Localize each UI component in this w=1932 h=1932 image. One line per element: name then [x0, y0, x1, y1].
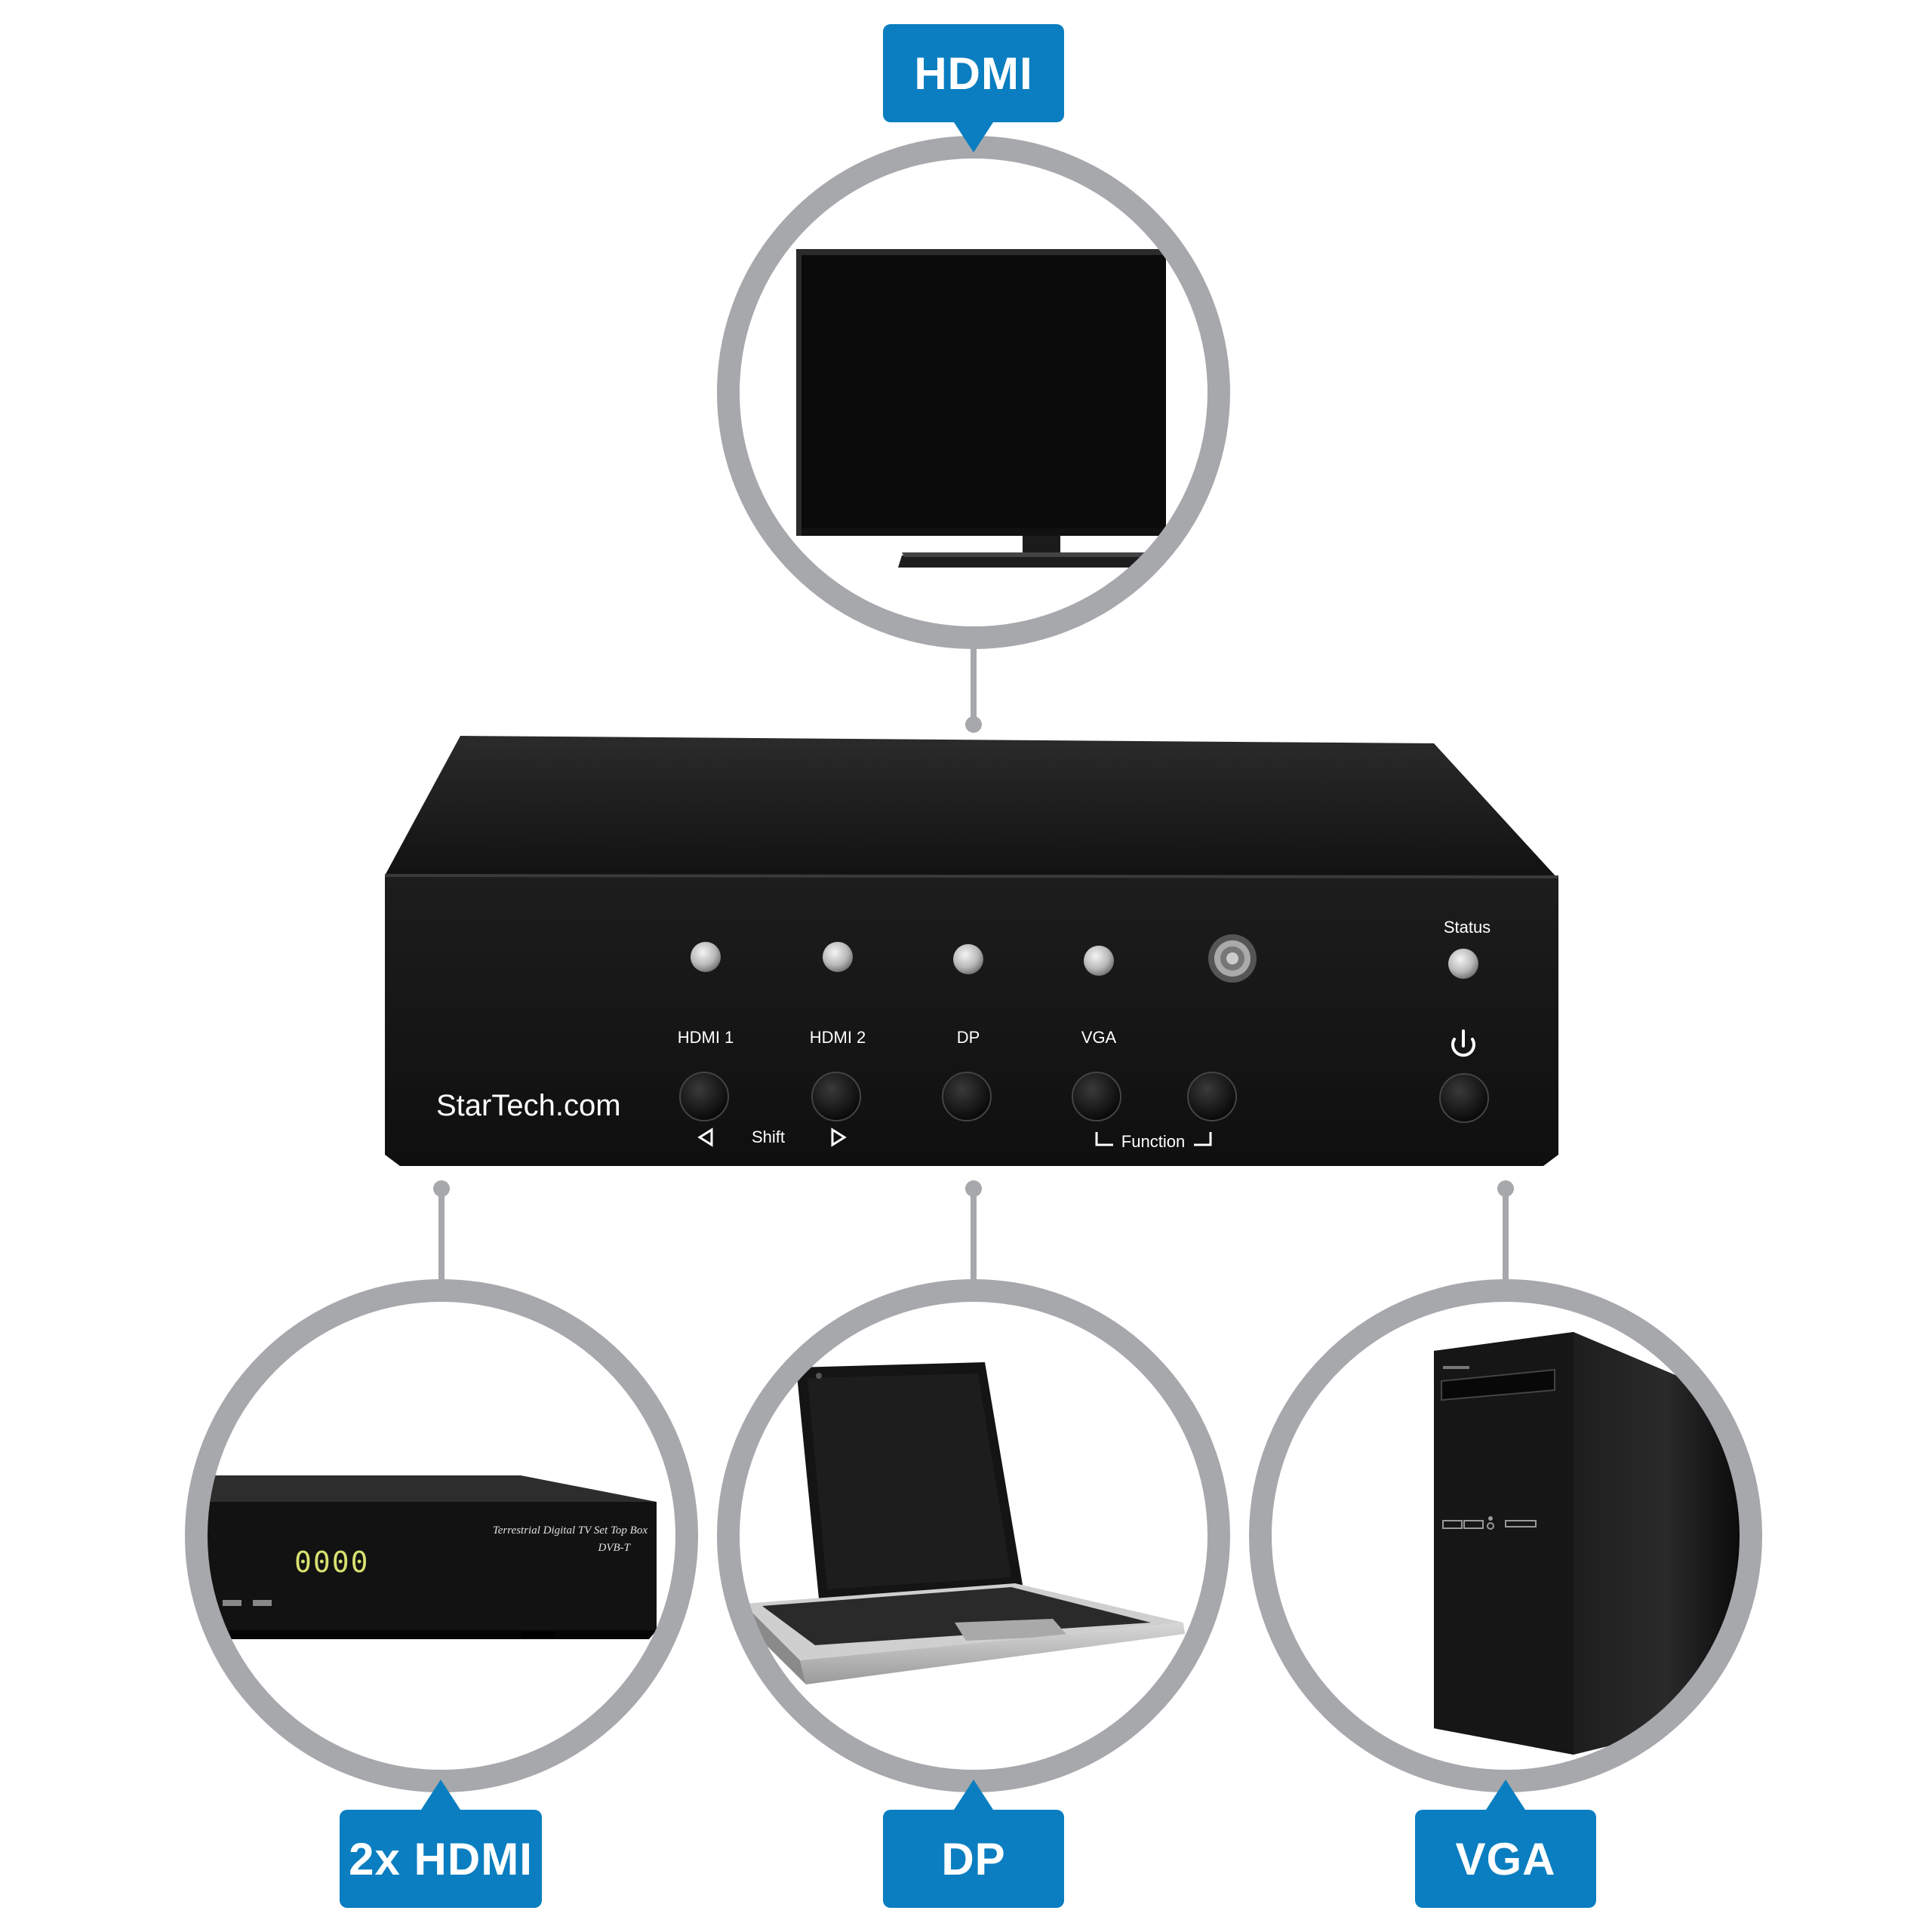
vga-button[interactable]	[1072, 1072, 1121, 1121]
device-front-face	[385, 875, 1558, 1166]
led-status	[1448, 949, 1478, 979]
callout-vga: VGA	[1415, 1780, 1596, 1908]
pc-tower-circle	[1249, 1279, 1762, 1792]
set-top-box-display: 0000	[294, 1546, 370, 1579]
device-top-face	[385, 736, 1558, 879]
hdmi2-button[interactable]	[811, 1072, 861, 1121]
ir-sensor-icon	[1208, 934, 1257, 983]
laptop-image	[740, 1362, 1185, 1684]
laptop-circle	[717, 1279, 1230, 1792]
pc-tower-image	[1434, 1332, 1743, 1755]
function-button[interactable]	[1187, 1072, 1237, 1121]
power-icon	[1451, 1029, 1475, 1057]
front-buttons	[679, 1072, 1489, 1123]
dp-button[interactable]	[942, 1072, 992, 1121]
function-bracket	[1095, 1132, 1212, 1146]
power-button[interactable]	[1439, 1073, 1489, 1123]
connector-lines	[433, 648, 1514, 1281]
vga-label: VGA	[1081, 1028, 1117, 1047]
hdmi2-label: HDMI 2	[810, 1028, 866, 1047]
led-hdmi1	[691, 942, 721, 972]
led-dp	[953, 944, 983, 974]
hdmi-output-circle	[717, 136, 1230, 649]
callout-2x-hdmi: 2x HDMI	[340, 1780, 542, 1908]
dp-label: DP	[957, 1028, 980, 1047]
hdmi1-label: HDMI 1	[678, 1028, 734, 1047]
tv-monitor-image	[796, 249, 1166, 568]
led-vga	[1084, 946, 1114, 976]
source-leds	[691, 942, 1478, 979]
function-label: Function	[1121, 1132, 1185, 1151]
right-triangle-icon	[831, 1128, 847, 1147]
callout-dp: DP	[883, 1780, 1064, 1908]
brand-logo: StarTech.com	[436, 1089, 621, 1122]
led-hdmi2	[823, 942, 853, 972]
set-top-box-model: DVB-T	[598, 1542, 632, 1554]
set-top-box-title: Terrestrial Digital TV Set Top Box	[493, 1524, 648, 1537]
status-label: Status	[1444, 918, 1491, 937]
hdmi1-button[interactable]	[679, 1072, 729, 1121]
set-top-box-circle: Terrestrial Digital TV Set Top Box DVB-T…	[185, 1279, 698, 1792]
shift-label: Shift	[752, 1128, 785, 1146]
callout-hdmi: HDMI	[883, 24, 1064, 152]
left-triangle-icon	[697, 1128, 713, 1147]
startech-switch-device: Status HDMI 1 HDMI 2 DP VGA StarTech.com…	[384, 736, 1559, 1166]
set-top-box-image: Terrestrial Digital TV Set Top Box DVB-T…	[196, 1475, 657, 1639]
